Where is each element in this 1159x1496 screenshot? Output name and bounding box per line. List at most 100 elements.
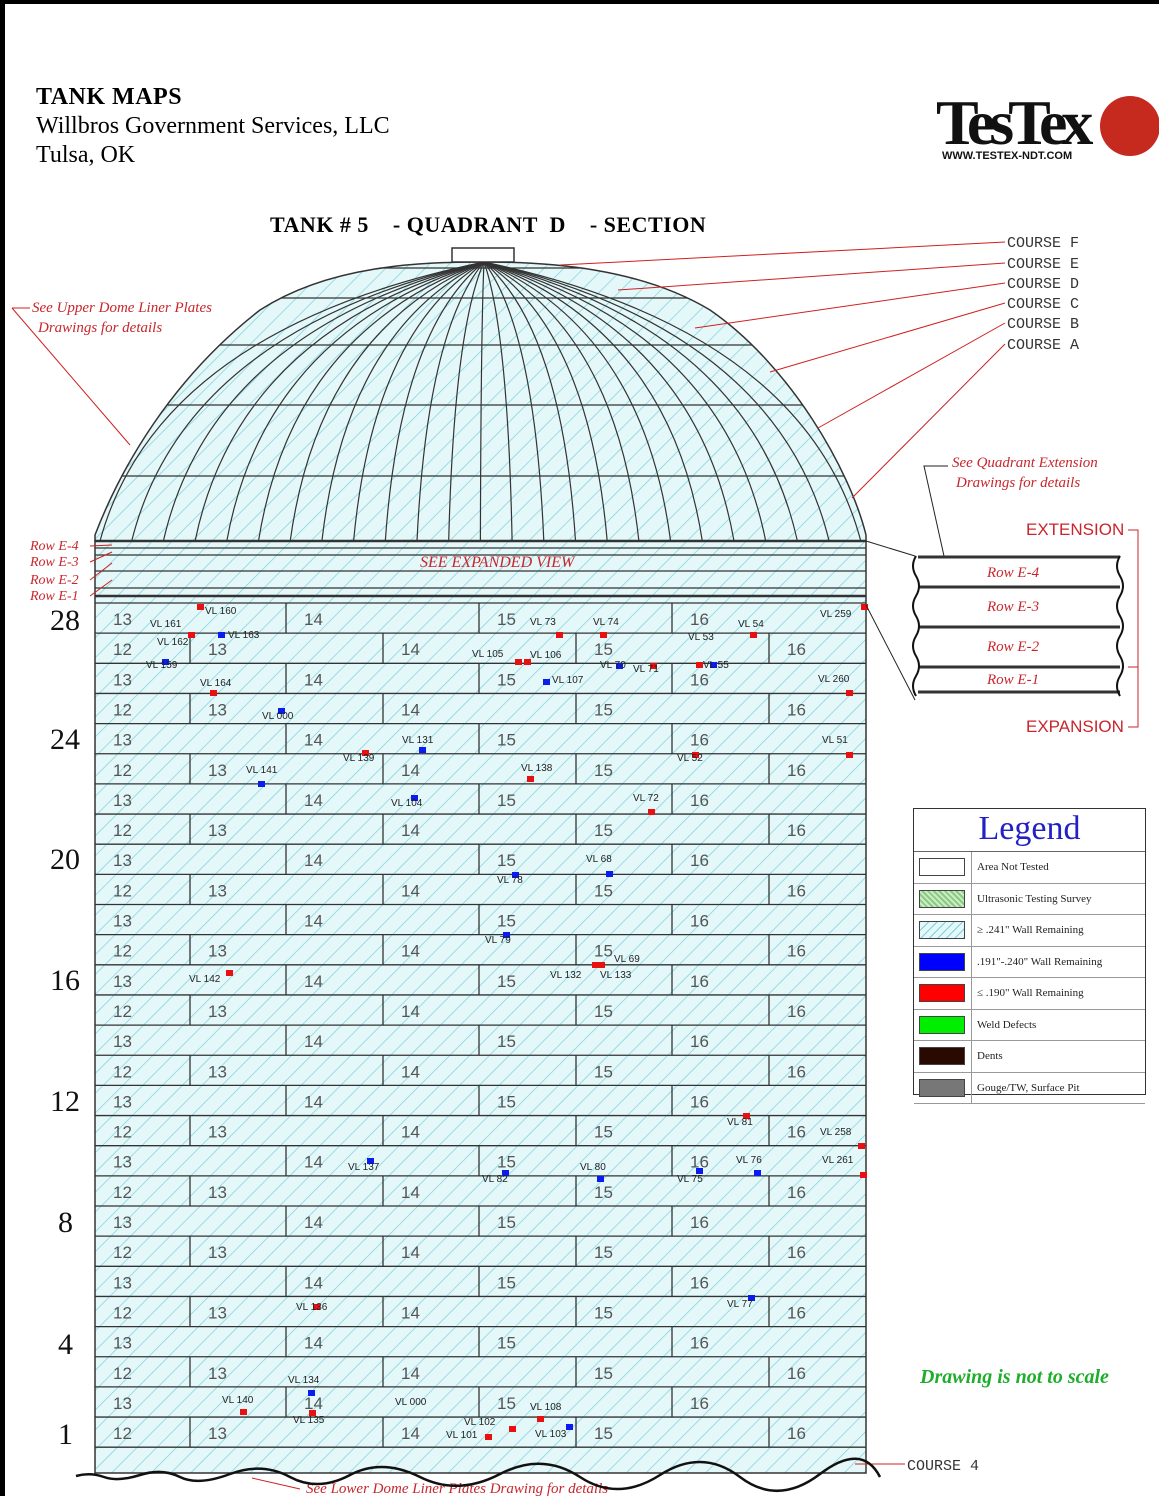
legend-label: Dents xyxy=(977,1050,1003,1063)
marker-vl53: VL 53 xyxy=(688,632,717,668)
legend-swatch xyxy=(919,952,965,971)
plate-label: 16 xyxy=(690,1092,709,1111)
legend-swatch xyxy=(919,1047,965,1066)
plate-label: 13 xyxy=(113,1213,132,1232)
marker-vl164: VL 164 xyxy=(200,659,522,689)
svg-text:VL 80: VL 80 xyxy=(580,1162,606,1173)
svg-text:VL 104: VL 104 xyxy=(391,798,423,809)
plate-label: 15 xyxy=(594,700,613,719)
plate-label: 13 xyxy=(208,1002,227,1021)
dome-top-hatch xyxy=(451,247,515,263)
svg-text:VL 71: VL 71 xyxy=(633,664,659,675)
plate-label: 12 xyxy=(113,942,132,961)
marker-vl107: VL 107 xyxy=(552,663,623,686)
svg-text:VL 164: VL 164 xyxy=(200,678,232,689)
plate-label: 16 xyxy=(787,1424,806,1443)
svg-text:VL 141: VL 141 xyxy=(246,765,278,776)
legend-swatch xyxy=(919,889,965,908)
plate-label: 15 xyxy=(497,912,516,931)
extension-label: EXTENSION xyxy=(1026,520,1124,539)
course-label: COURSE F xyxy=(1007,235,1079,252)
marker-vl108: VL 108 xyxy=(309,1402,562,1416)
svg-text:VL 161: VL 161 xyxy=(150,619,182,630)
legend-title: Legend xyxy=(914,809,1145,852)
marker-vl52: VL 52 xyxy=(411,753,703,801)
svg-text:VL 136: VL 136 xyxy=(296,1302,328,1313)
marker-vl160: VL 160 xyxy=(188,606,237,638)
plate-label: 15 xyxy=(497,851,516,870)
marker-vl159: VL 159 xyxy=(146,660,217,696)
plate-label: 16 xyxy=(787,881,806,900)
plate-label: 15 xyxy=(497,1394,516,1413)
legend-label: Area Not Tested xyxy=(977,861,1049,874)
plate-label: 15 xyxy=(594,1424,613,1443)
legend-label: .191"-.240" Wall Remaining xyxy=(977,955,1103,968)
svg-text:VL 73: VL 73 xyxy=(530,617,556,628)
plate-label: 15 xyxy=(594,881,613,900)
plate-label: 14 xyxy=(304,1273,323,1292)
plate-label: 16 xyxy=(787,700,806,719)
svg-text:VL 79: VL 79 xyxy=(485,935,511,946)
plate-label: 14 xyxy=(401,1243,420,1262)
plate-label: 16 xyxy=(690,670,709,689)
svg-text:VL 139: VL 139 xyxy=(343,753,375,764)
marker-vl74: VL 74 xyxy=(593,617,757,638)
plate-label: 14 xyxy=(304,731,323,750)
plate-label: 13 xyxy=(208,761,227,780)
plate-label: 16 xyxy=(690,1032,709,1051)
legend-swatch xyxy=(919,921,965,940)
marker-vl261: VL 261 xyxy=(502,1155,854,1176)
svg-text:VL 259: VL 259 xyxy=(820,609,852,620)
plate-label: 14 xyxy=(401,1123,420,1142)
svg-text:VL 135: VL 135 xyxy=(293,1415,325,1426)
marker-vl135: VL 135 xyxy=(293,1415,516,1432)
plate-label: 14 xyxy=(304,912,323,931)
svg-text:VL 108: VL 108 xyxy=(530,1402,562,1413)
marker-vl162: VL 162 xyxy=(157,632,225,648)
plate-label: 12 xyxy=(113,1183,132,1202)
svg-text:VL 74: VL 74 xyxy=(593,617,619,628)
plate-label: 15 xyxy=(497,1213,516,1232)
plate-label: 12 xyxy=(113,1002,132,1021)
plate-label: 15 xyxy=(594,1183,613,1202)
plate-label: 15 xyxy=(594,1062,613,1081)
marker-vl55: VL 55 xyxy=(543,660,729,685)
svg-text:VL 72: VL 72 xyxy=(633,793,659,804)
legend-swatch xyxy=(919,1015,965,1034)
row-number-16: 16 xyxy=(50,964,80,997)
svg-text:VL 258: VL 258 xyxy=(820,1127,852,1138)
plate-label: 12 xyxy=(113,1303,132,1322)
plate-label: 16 xyxy=(787,1303,806,1322)
marker-vl142: VL 142 xyxy=(189,962,599,985)
row-number-8: 8 xyxy=(58,1206,73,1239)
plate-label: 16 xyxy=(787,761,806,780)
svg-text:VL 132: VL 132 xyxy=(550,970,582,981)
plate-label: 14 xyxy=(304,1394,323,1413)
svg-text:VL 68: VL 68 xyxy=(586,854,612,865)
logo-text: TesTex xyxy=(936,87,1093,158)
svg-text:VL 162: VL 162 xyxy=(157,637,189,648)
course-label: COURSE C xyxy=(1007,296,1079,313)
svg-text:VL 000: VL 000 xyxy=(395,1397,427,1408)
marker-vl133: VL 133 xyxy=(600,970,750,1119)
marker-vl161: VL 161 xyxy=(150,604,204,630)
svg-text:VL 78: VL 78 xyxy=(497,875,523,886)
plate-label: 15 xyxy=(497,1334,516,1353)
quadrant-ext-note-1: See Quadrant Extension xyxy=(952,455,1098,471)
marker-vl81: VL 81 xyxy=(727,1117,865,1149)
marker-vl000: VL 000 xyxy=(395,1397,544,1422)
svg-text:VL 000: VL 000 xyxy=(262,711,294,722)
row-number-4: 4 xyxy=(58,1328,73,1361)
marker-vl68: VL 68 xyxy=(512,854,612,878)
plate-label: 14 xyxy=(304,972,323,991)
plate-label: 16 xyxy=(787,1183,806,1202)
legend-label: ≥ .241" Wall Remaining xyxy=(977,924,1084,937)
row-number-1: 1 xyxy=(58,1418,73,1451)
plate-label: 15 xyxy=(497,791,516,810)
e-row-label: Row E-2 xyxy=(29,573,79,588)
marker-vl72: VL 72 xyxy=(606,793,659,877)
plate-label: 15 xyxy=(497,1153,516,1172)
